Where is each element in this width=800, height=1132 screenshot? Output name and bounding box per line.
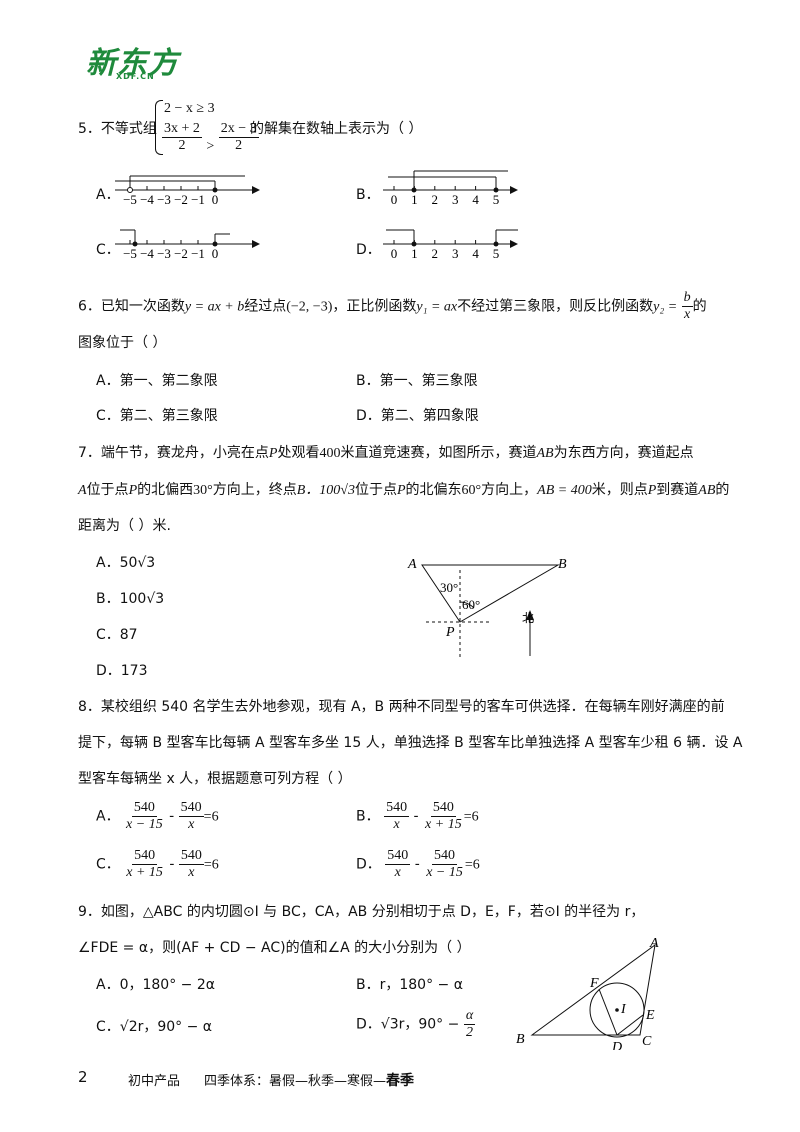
fig9-label-d: D	[611, 1040, 622, 1050]
q7-option-a: A．50√3	[96, 555, 156, 571]
q5-option-d-label: D．	[356, 242, 381, 258]
number-line-c: −5−4−3−2−1 0	[115, 229, 260, 261]
logo-text: 新东方	[86, 46, 179, 81]
fig9-label-b: B	[516, 1032, 525, 1047]
q5-prefix: 5．不等式组	[78, 121, 157, 137]
q7-figure: A B P 30° 60° 北	[407, 557, 567, 660]
q7-line2: A位于点P的北偏西30°方向上，终点B．100√3位于点P的北偏东60°方向上，…	[78, 482, 730, 498]
tick-label: 4	[472, 192, 479, 207]
q9-option-b: B．r，180° − α	[356, 977, 463, 993]
q6-line1: 6．已知一次函数y = ax + b经过点(−2, −3)，正比例函数y₁ = …	[78, 290, 707, 323]
tick-label: 2	[432, 192, 439, 207]
page-number: 2	[78, 1068, 88, 1086]
fig-label-b: B	[558, 557, 567, 572]
fig-angle-60: 60°	[462, 597, 480, 612]
tick-label: −3	[157, 246, 171, 261]
footer-system: 四季体系：暑假—秋季—寒假—春季	[204, 1073, 415, 1089]
tick-label: 0	[391, 192, 398, 207]
q9-figure: A B C D E F I	[516, 936, 659, 1050]
q9-line1: 9．如图，△ABC 的内切圆⊙I 与 BC，CA，AB 分别相切于点 D，E，F…	[78, 904, 645, 920]
fig-north: 北	[522, 611, 534, 625]
tick-label: −2	[174, 192, 188, 207]
q5-option-b-label: B．	[356, 187, 380, 203]
tick-label: 1	[411, 246, 418, 261]
logo: 新东方 XDF.CN	[86, 38, 179, 82]
fig-label-a: A	[407, 557, 417, 572]
q6-option-a: A．第一、第二象限	[96, 373, 218, 389]
tick-label: 2	[432, 246, 439, 261]
tick-label: 3	[452, 246, 459, 261]
tick-label: 3	[452, 192, 459, 207]
q5-suffix: 的解集在数轴上表示为（ ）	[250, 121, 423, 137]
logo-sub: XDF.CN	[116, 72, 155, 81]
tick-label: 5	[493, 192, 500, 207]
q6-option-c: C．第二、第三象限	[96, 408, 218, 424]
number-line-a: −5−4−3−2−1 0	[115, 175, 260, 207]
q5-ineq1: 2 − x ≥ 3	[164, 101, 215, 116]
q5-option-a-label: A．	[96, 187, 120, 203]
tick-label: −5	[123, 192, 137, 207]
q5-option-c-label: C．	[96, 242, 120, 258]
fig9-label-e: E	[645, 1008, 655, 1023]
tick-label: 0	[212, 246, 219, 261]
q6-line2: 图象位于（ ）	[78, 335, 167, 351]
tick-label: −4	[140, 192, 154, 207]
q7-line3: 距离为（ ）米.	[78, 518, 171, 534]
tick-label: 5	[493, 246, 500, 261]
q9-line2: ∠FDE = α，则(AF + CD − AC)的值和∠A 的大小分别为（ ）	[78, 940, 471, 956]
tick-label: −1	[191, 192, 205, 207]
tick-label: −3	[157, 192, 171, 207]
tick-label: 4	[472, 246, 479, 261]
q7-line1: 7．端午节，赛龙舟，小亮在点P处观看400米直道竞速赛，如图所示，赛道AB为东西…	[78, 445, 694, 461]
q6-option-b: B．第一、第三象限	[356, 373, 478, 389]
q9-option-a: A．0，180° − 2α	[96, 977, 215, 993]
tick-label: −5	[123, 246, 137, 261]
fig9-label-a: A	[649, 936, 659, 951]
q8-line1: 8．某校组织 540 名学生去外地参观，现有 A，B 两种不同型号的客车可供选择…	[78, 699, 725, 715]
tick-label: −2	[174, 246, 188, 261]
fig-angle-30: 30°	[440, 580, 458, 595]
fig9-label-c: C	[642, 1034, 652, 1049]
fig9-label-i: I	[620, 1002, 627, 1017]
fig-label-p: P	[445, 625, 455, 640]
q8-line2: 提下，每辆 B 型客车比每辆 A 型客车多坐 15 人，单独选择 B 型客车比单…	[78, 735, 743, 751]
tick-label: −4	[140, 246, 154, 261]
q7-option-b: B．100√3	[96, 591, 165, 607]
q7-option-d: D．173	[96, 663, 148, 679]
tick-label: 0	[212, 192, 219, 207]
q7-option-c: C．87	[96, 627, 138, 643]
tick-label: 1	[411, 192, 418, 207]
tick-label: 0	[391, 246, 398, 261]
q8-line3: 型客车每辆坐 x 人，根据题意可列方程（ ）	[78, 771, 352, 787]
tick-label: −1	[191, 246, 205, 261]
footer-product: 初中产品	[128, 1074, 181, 1089]
q6-option-d: D．第二、第四象限	[356, 408, 479, 424]
fig9-label-f: F	[589, 976, 599, 991]
q9-option-c: C．√2r，90° − α	[96, 1019, 213, 1035]
brace	[155, 100, 163, 155]
